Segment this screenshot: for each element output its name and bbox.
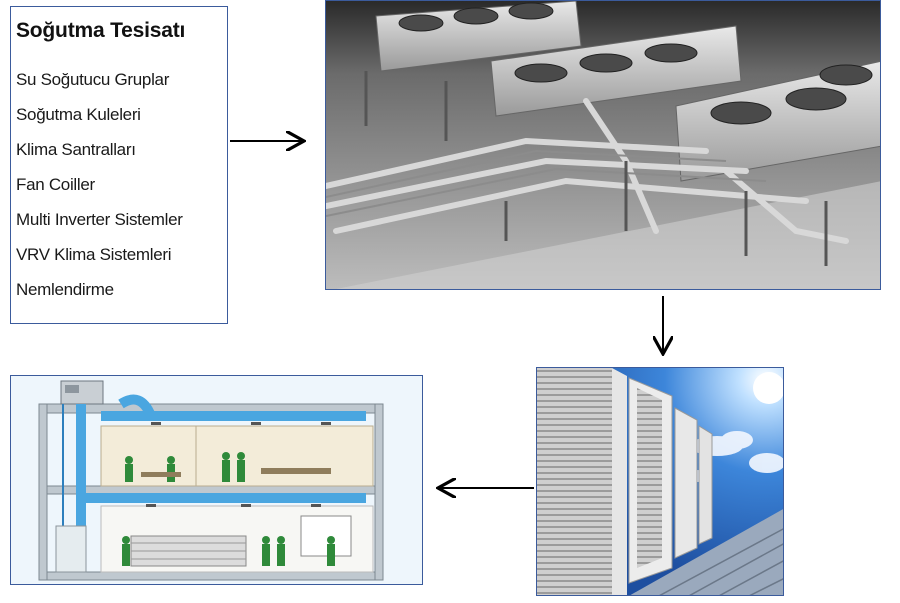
list-item-multi-inverter: Multi Inverter Sistemler bbox=[16, 210, 183, 229]
diffuser-icon bbox=[146, 422, 331, 507]
pipes bbox=[326, 98, 849, 244]
panel-title: Soğutma Tesisatı bbox=[16, 19, 186, 42]
sun-icon bbox=[753, 372, 783, 404]
building-shell bbox=[38, 403, 384, 581]
unit-grille bbox=[537, 368, 612, 595]
building-hvac-illustration bbox=[10, 375, 423, 585]
person-icon bbox=[122, 452, 335, 566]
rooftop-chiller-photo bbox=[325, 0, 881, 290]
outdoor-units-photo bbox=[536, 367, 784, 596]
system-list-panel: Soğutma Tesisatı Su Soğutucu Gruplar Soğ… bbox=[10, 6, 228, 324]
fan-icon bbox=[398, 2, 873, 125]
list-item-nemlendirme: Nemlendirme bbox=[16, 280, 114, 299]
list-item-fan-coiller: Fan Coiller bbox=[16, 175, 95, 194]
cabinet bbox=[55, 525, 87, 573]
list-item-klima-santrallari: Klima Santralları bbox=[16, 140, 136, 159]
system-list: Su Soğutucu Gruplar Soğutma Kuleleri Kli… bbox=[16, 69, 227, 314]
list-item-vrv-klima: VRV Klima Sistemleri bbox=[16, 245, 172, 264]
list-item-sogutma-kuleleri: Soğutma Kuleleri bbox=[16, 105, 141, 124]
list-item-su-sogutucu: Su Soğutucu Gruplar bbox=[16, 70, 170, 89]
window bbox=[300, 515, 352, 557]
air-duct bbox=[76, 394, 366, 566]
desk bbox=[261, 468, 331, 474]
